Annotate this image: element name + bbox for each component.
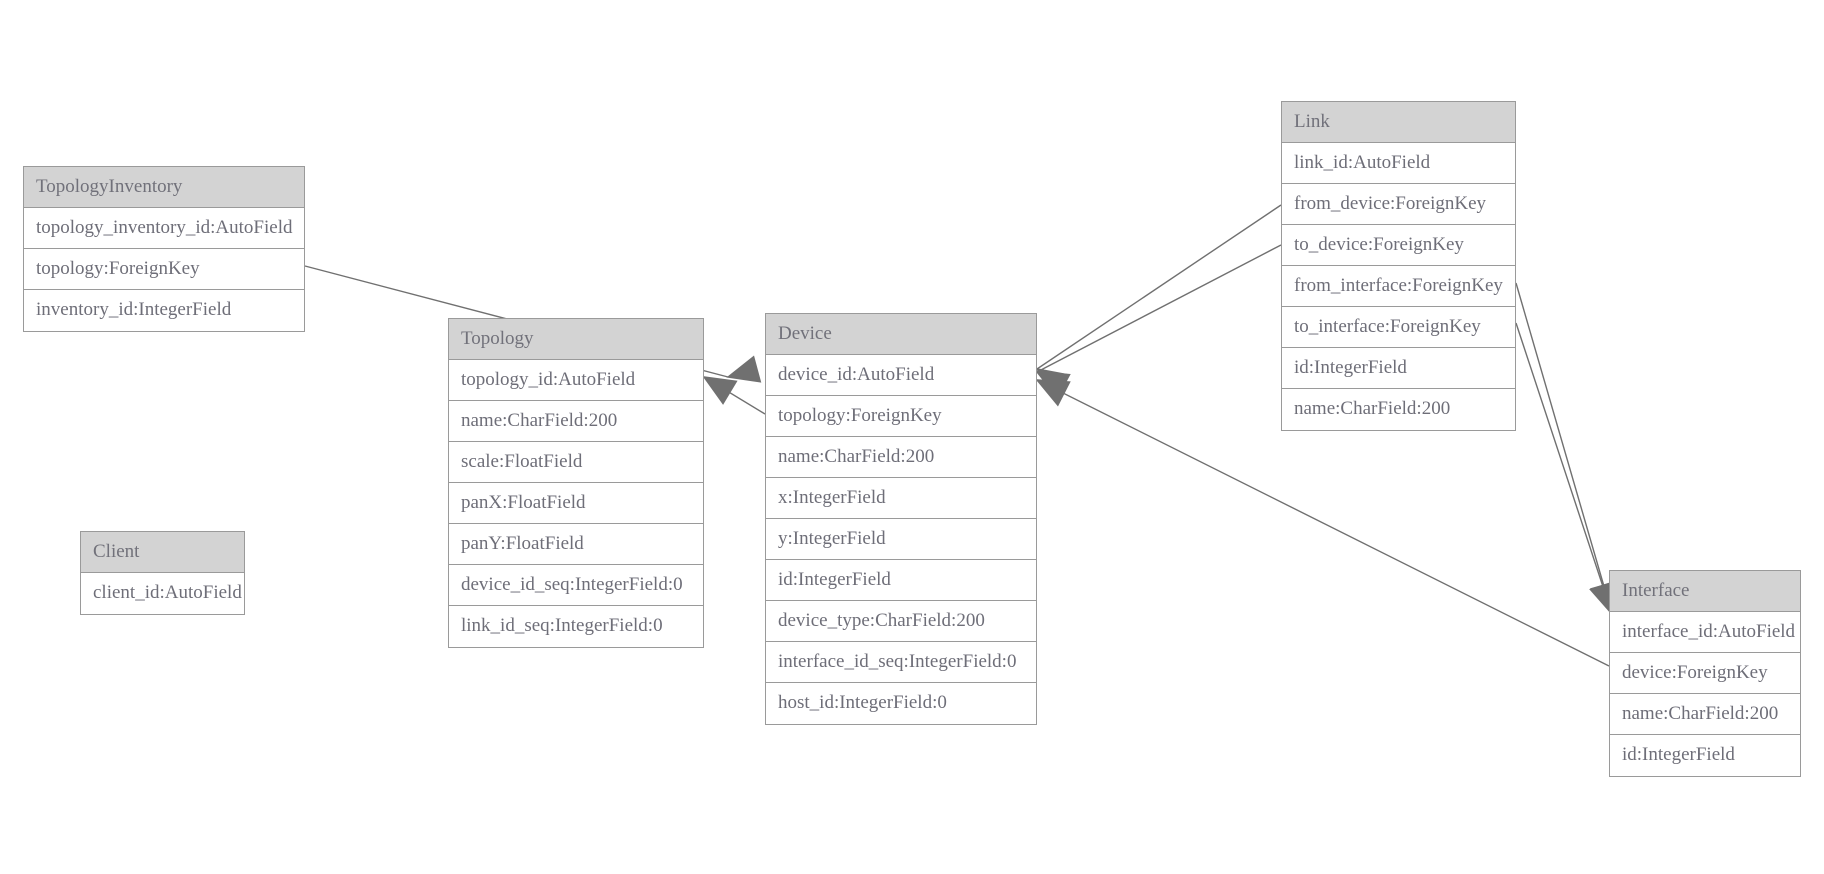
entity-field-row: host_id:IntegerField:0 — [766, 683, 1036, 724]
entity-field-row: interface_id_seq:IntegerField:0 — [766, 642, 1036, 683]
entity-field-row: device:ForeignKey — [1610, 653, 1800, 694]
relation-arrowhead-topologyinventory-topology — [726, 355, 762, 383]
entity-field-row: from_device:ForeignKey — [1282, 184, 1515, 225]
entity-field-row: interface_id:AutoField — [1610, 612, 1800, 653]
entity-field-row: device_id_seq:IntegerField:0 — [449, 565, 703, 606]
entity-field-row: topology:ForeignKey — [766, 396, 1036, 437]
relation-line-device-topology — [703, 376, 766, 415]
entity-title-link: Link — [1282, 102, 1515, 143]
relation-line-link-from-device — [1036, 204, 1282, 370]
entity-field-row: id:IntegerField — [1610, 735, 1800, 776]
entity-field-row: from_interface:ForeignKey — [1282, 266, 1515, 307]
entity-field-row: name:CharField:200 — [1282, 389, 1515, 430]
entity-field-row: name:CharField:200 — [449, 401, 703, 442]
entity-field-row: link_id:AutoField — [1282, 143, 1515, 184]
entity-field-row: to_interface:ForeignKey — [1282, 307, 1515, 348]
entity-title-device: Device — [766, 314, 1036, 355]
entity-field-row: id:IntegerField — [1282, 348, 1515, 389]
entity-field-row: device_id:AutoField — [766, 355, 1036, 396]
entity-field-row: y:IntegerField — [766, 519, 1036, 560]
entity-field-row: topology_inventory_id:AutoField — [24, 208, 304, 249]
entity-field-row: panX:FloatField — [449, 483, 703, 524]
entity-field-row: inventory_id:IntegerField — [24, 290, 304, 331]
relation-line-link-to-device — [1036, 244, 1282, 373]
entity-field-row: client_id:AutoField — [81, 573, 244, 614]
relation-arrowhead-link-to-device — [1035, 371, 1071, 399]
relation-line-link-to-interface — [1515, 322, 1613, 615]
relation-arrowhead-device-topology — [702, 376, 738, 405]
entity-field-row: id:IntegerField — [766, 560, 1036, 601]
entity-field-row: topology:ForeignKey — [24, 249, 304, 290]
entity-title-topology: Topology — [449, 319, 703, 360]
entity-field-row: topology_id:AutoField — [449, 360, 703, 401]
entity-title-interface: Interface — [1610, 571, 1800, 612]
entity-field-row: link_id_seq:IntegerField:0 — [449, 606, 703, 647]
entity-field-row: name:CharField:200 — [1610, 694, 1800, 735]
entity-field-row: x:IntegerField — [766, 478, 1036, 519]
relation-arrowhead-link-from-device — [1035, 368, 1071, 398]
entity-field-row: device_type:CharField:200 — [766, 601, 1036, 642]
relation-arrowhead-interface-device — [1035, 379, 1071, 407]
entity-field-row: to_device:ForeignKey — [1282, 225, 1515, 266]
relation-line-link-from-interface — [1515, 282, 1613, 615]
entity-field-row: name:CharField:200 — [766, 437, 1036, 478]
entity-title-topology-inventory: TopologyInventory — [24, 167, 304, 208]
entity-field-row: panY:FloatField — [449, 524, 703, 565]
entity-field-row: scale:FloatField — [449, 442, 703, 483]
entity-title-client: Client — [81, 532, 244, 573]
